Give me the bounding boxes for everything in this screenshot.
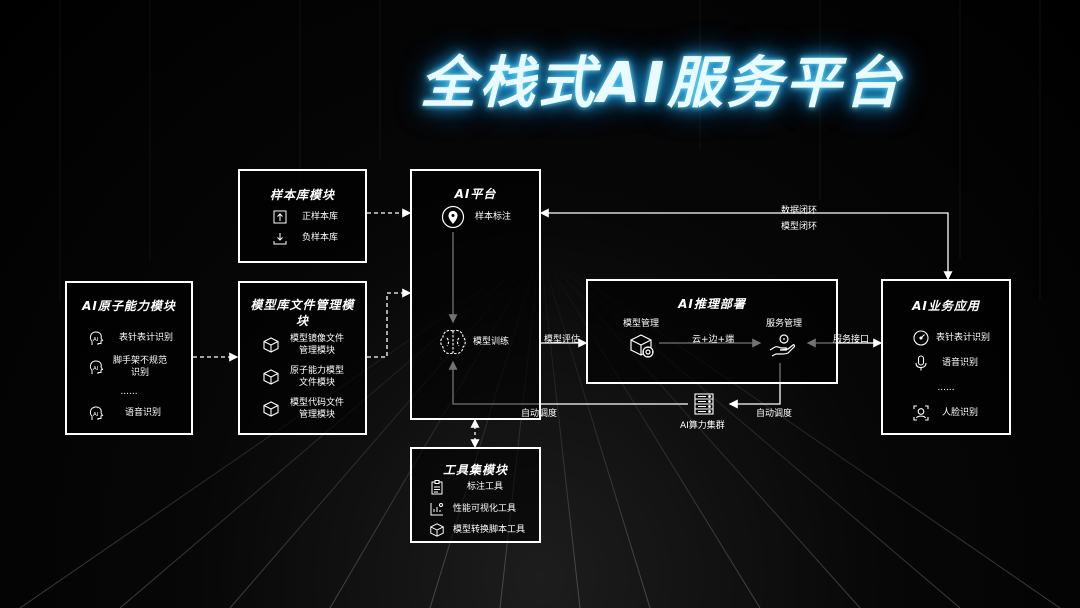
inference-title: AI推理部署 [678, 297, 746, 311]
page-title: 全栈式AI服务平台 [420, 51, 904, 116]
svg-text:AI: AI [93, 337, 99, 343]
list-item: 正样本库 [272, 209, 338, 225]
list-item: 性能可视化工具 [429, 501, 516, 517]
location-pin-icon [441, 205, 465, 229]
edge-loop [539, 208, 953, 281]
ai-platform: AI平台 样本标注 模型训练 [410, 169, 541, 420]
ellipsis: ...... [120, 387, 138, 397]
chart-eye-icon [429, 501, 445, 517]
cube-gear-icon [628, 332, 656, 360]
sample-library-title: 样本库模块 [269, 188, 335, 202]
auto-schedule-right-label: 自动调度 [756, 409, 793, 419]
model-loop-label: 模型闭环 [781, 222, 818, 232]
list-item: AI 表针表计识别 [87, 329, 173, 347]
cloud-edge-end-label: 云+边+端 [692, 335, 735, 345]
list-item: AI 语音识别 [87, 404, 161, 422]
compute-cluster-label: AI算力集群 [680, 421, 725, 431]
edge-modellib-to-platform [367, 288, 412, 358]
atomic-capability-module: AI原子能力模块 AI 表针表计识别 AI 脚手架不规范识别 ...... AI… [65, 281, 193, 435]
business-applications: AI业务应用 表针表计识别 语音识别 ...... 人脸识别 [881, 279, 1011, 435]
sample-library-module: 样本库模块 正样本库 负样本库 [238, 169, 367, 263]
svg-text:AI: AI [93, 366, 99, 372]
clipboard-icon [429, 479, 445, 495]
model-library-title: 模型库文件管理模块 [250, 298, 355, 328]
business-title: AI业务应用 [912, 299, 980, 313]
server-rack-icon [691, 392, 717, 416]
ai-head-icon: AI [87, 404, 105, 422]
gauge-icon [912, 329, 930, 347]
model-eval-label: 模型评估 [544, 335, 581, 345]
list-item: AI 脚手架不规范识别 [87, 355, 167, 379]
hand-coin-icon [768, 332, 796, 360]
list-item: 语音识别 [912, 354, 978, 372]
ai-platform-title: AI平台 [454, 187, 497, 201]
svg-text:AI: AI [93, 412, 99, 418]
ai-head-icon: AI [87, 358, 105, 376]
cube-icon [429, 522, 445, 538]
auto-schedule-left-label: 自动调度 [521, 409, 558, 419]
service-api-label: 服务接口 [833, 335, 870, 345]
ai-head-icon: AI [87, 329, 105, 347]
ellipsis: ...... [937, 383, 955, 393]
model-management-label: 模型管理 [623, 319, 660, 329]
list-item: 人脸识别 [912, 404, 978, 422]
tools-module: 工具集模块 标注工具 性能可视化工具 模型转换脚本工具 [410, 447, 541, 543]
upload-file-icon [272, 209, 288, 225]
face-scan-icon [912, 404, 930, 422]
inference-deployment: AI推理部署 模型管理 服务管理 [586, 279, 838, 384]
list-item: 负样本库 [272, 230, 338, 246]
model-training: 模型训练 [437, 326, 509, 358]
list-item: 模型转换脚本工具 [429, 522, 525, 538]
cube-icon [262, 336, 280, 354]
cube-icon [262, 368, 280, 386]
tools-title: 工具集模块 [442, 463, 508, 477]
model-library-module: 模型库文件管理模块 模型镜像文件管理模块 原子能力模型文件模块 模型代码文件管理… [238, 281, 367, 435]
cube-icon [262, 400, 280, 418]
microphone-icon [912, 354, 930, 372]
brain-icon [437, 326, 469, 358]
list-item: 标注工具 [429, 479, 503, 495]
list-item: 模型代码文件管理模块 [262, 397, 344, 421]
atomic-capability-title: AI原子能力模块 [82, 299, 176, 313]
list-item: 原子能力模型文件模块 [262, 365, 344, 389]
service-management-label: 服务管理 [766, 319, 803, 329]
list-item: 模型镜像文件管理模块 [262, 333, 344, 357]
sample-annotation: 样本标注 [441, 205, 511, 229]
download-file-icon [272, 230, 288, 246]
list-item: 表针表计识别 [912, 329, 990, 347]
data-loop-label: 数据闭环 [781, 206, 818, 216]
